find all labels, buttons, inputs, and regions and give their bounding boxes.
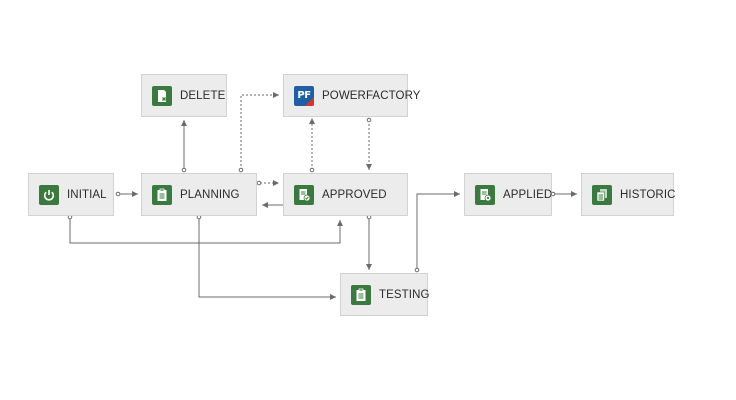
node-powerfactory[interactable]: PF POWERFACTORY [283,74,420,117]
documents-stack-icon [592,184,612,205]
clipboard-icon [351,284,371,305]
port-initial-out [115,191,121,197]
port-testing-top [414,267,420,273]
document-x-icon [152,85,172,106]
port-planning-top [181,167,187,173]
edge-planning-powerfactory [240,92,279,170]
node-historic-label: HISTORIC [620,188,676,201]
port-planning-top2 [238,167,244,173]
edge-testing-applied [416,191,460,270]
node-approved-label: APPROVED [322,188,387,201]
node-testing[interactable]: TESTING [340,273,430,316]
node-planning[interactable]: PLANNING [141,173,257,216]
node-historic[interactable]: HISTORIC [581,173,676,216]
node-delete[interactable]: DELETE [141,74,227,117]
port-planning-right [256,180,262,186]
edge-initial-approved [69,217,343,244]
document-gear-icon [475,184,495,205]
power-icon [39,184,59,205]
powerfactory-badge-text: PF [297,90,311,101]
edge-planning-testing [198,217,336,300]
document-check-icon [294,184,314,205]
node-applied-label: APPLIED [503,188,553,201]
node-initial-label: INITIAL [67,188,107,201]
port-approved-top-left [309,167,315,173]
node-initial[interactable]: INITIAL [28,173,114,216]
clipboard-icon [152,184,172,205]
node-applied[interactable]: APPLIED [464,173,552,216]
node-powerfactory-label: POWERFACTORY [322,89,421,102]
node-testing-label: TESTING [379,288,430,301]
node-delete-label: DELETE [180,89,226,102]
powerfactory-logo: PF [294,85,314,106]
port-powerfactory-bottom [366,117,372,123]
node-planning-label: PLANNING [180,188,240,201]
node-approved[interactable]: APPROVED [283,173,408,216]
